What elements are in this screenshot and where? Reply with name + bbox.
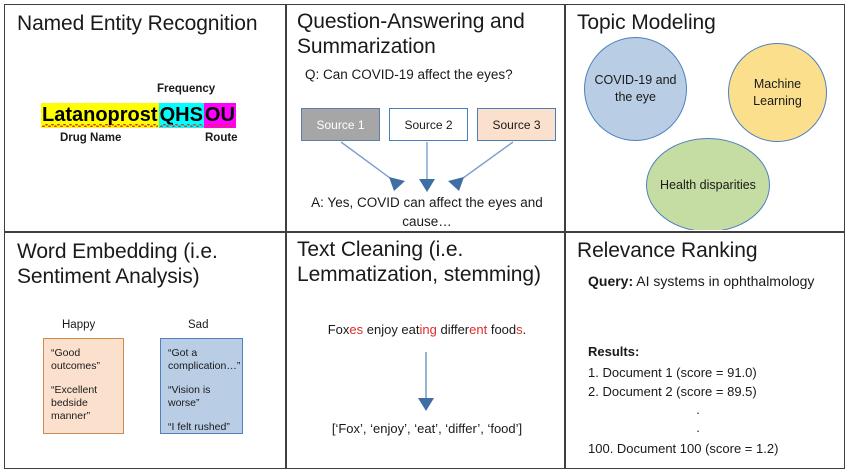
panel-named-entity-recognition: Named Entity Recognition Frequency Latan… [5,5,283,230]
horizontal-divider [5,231,844,233]
sentiment-quote: “Got a complication…” [168,347,241,372]
ner-drug-name-label: Drug Name [60,132,122,144]
qa-question-text: Q: Can COVID-19 affect the eyes? [305,67,513,82]
down-arrow-icon [418,352,434,411]
word-stem: enjoy eat [363,322,420,337]
panel-title-qa: Question-Answering and Summarization [297,10,525,58]
topic-circle-health-disparities-label: Health disparities [660,177,756,192]
relevance-last-result: 100. Document 100 (score = 1.2) [588,441,779,456]
relevance-query-text: AI systems in ophthalmology [633,273,815,289]
panel-grid-lines [5,5,844,468]
panel-title-relevance-ranking: Relevance Ranking [577,239,758,262]
word-stem: . [522,322,527,337]
word-suffix: ent [469,322,488,337]
ellipsis-dot: . [696,420,700,435]
relevance-query: Query: AI systems in ophthalmology [588,271,828,291]
ner-route-label: Route [205,132,238,144]
nlp-tasks-figure: Named Entity Recognition Frequency Latan… [4,4,845,469]
panel-title-topic-modeling: Topic Modeling [577,11,716,34]
panel-text-cleaning: Text Cleaning (i.e. Lemmatization, stemm… [287,233,565,470]
ner-entity-route: OU [203,103,236,128]
word-suffix: s [516,322,523,337]
word-stem: differ [436,322,470,337]
word-stem: food [487,322,517,337]
sentiment-box-happy: “Good outcomes” “Excellent bedside manne… [43,338,124,434]
qa-source-row: Source 1 Source 2 Source 3 [301,108,556,141]
qa-source-box-1: Source 1 [301,108,380,141]
relevance-result-row: 2. Document 2 (score = 89.5) [588,384,757,399]
ner-entity-frequency: QHS [158,103,204,128]
ellipsis-dot: . [696,402,700,417]
relevance-ellipsis: . . [588,401,808,437]
relevance-results-list: 1. Document 1 (score = 91.0) 2. Document… [588,363,838,401]
sentiment-box-sad: “Got a complication…” “Vision is worse” … [160,338,243,434]
panel-title-ner: Named Entity Recognition [17,12,258,35]
word-stem: Fox [327,322,350,337]
qa-answer-text: A: Yes, COVID can affect the eyes and ca… [311,195,543,229]
relevance-result-row: 1. Document 1 (score = 91.0) [588,365,757,380]
sentiment-quote: “I felt rushed” [168,421,230,433]
qa-source-box-3: Source 3 [477,108,556,141]
qa-convergence-arrows-icon [340,141,514,192]
sentiment-label-sad: Sad [188,319,209,331]
sentiment-quote: “Vision is worse” [168,384,211,409]
vertical-divider-1 [285,5,287,468]
word-suffix: ing [419,322,437,337]
spellcheck-squiggle-icon [42,124,158,127]
topic-circle-covid-label: COVID-19 and the eye [594,73,677,104]
spellcheck-squiggle-icon [159,124,203,127]
sentiment-quote: “Excellent bedside manner” [51,384,98,422]
relevance-results-label: Results: [588,344,640,359]
topic-circle-machine-learning: Machine Learning [728,43,827,142]
topic-circle-covid: COVID-19 and the eye [584,37,687,141]
panel-title-word-embedding: Word Embedding (i.e. Sentiment Analysis) [17,240,218,288]
panel-topic-modeling: Topic Modeling COVID-19 and the eye Mach… [566,5,843,230]
ner-frequency-label: Frequency [157,83,216,95]
sentiment-label-happy: Happy [62,319,96,331]
sentiment-quote: “Good outcomes” [51,347,101,372]
word-suffix: es [349,322,364,337]
topic-circle-machine-learning-label: Machine Learning [753,76,802,108]
panel-question-answering: Question-Answering and Summarization Q: … [287,5,565,230]
spellcheck-squiggle-icon [204,124,235,127]
ner-entity-drug: Latanoprost [41,103,159,128]
text-cleaning-output-tokens: [‘Fox’, ‘enjoy’, ‘eat’, ‘differ’, ‘food’… [331,421,523,436]
panel-title-text-cleaning: Text Cleaning (i.e. Lemmatization, stemm… [297,238,541,286]
ner-entity-row: Latanoprost QHS OU [41,103,236,128]
topic-circle-health-disparities: Health disparities [646,138,770,230]
vertical-divider-2 [564,5,566,468]
panel-word-embedding: Word Embedding (i.e. Sentiment Analysis)… [5,233,283,470]
text-cleaning-input-sentence: Foxes enjoy eating different foods. [301,322,553,337]
qa-source-box-2: Source 2 [389,108,468,141]
panel-relevance-ranking: Relevance Ranking Query: AI systems in o… [566,233,843,470]
relevance-query-label: Query: [588,273,634,289]
